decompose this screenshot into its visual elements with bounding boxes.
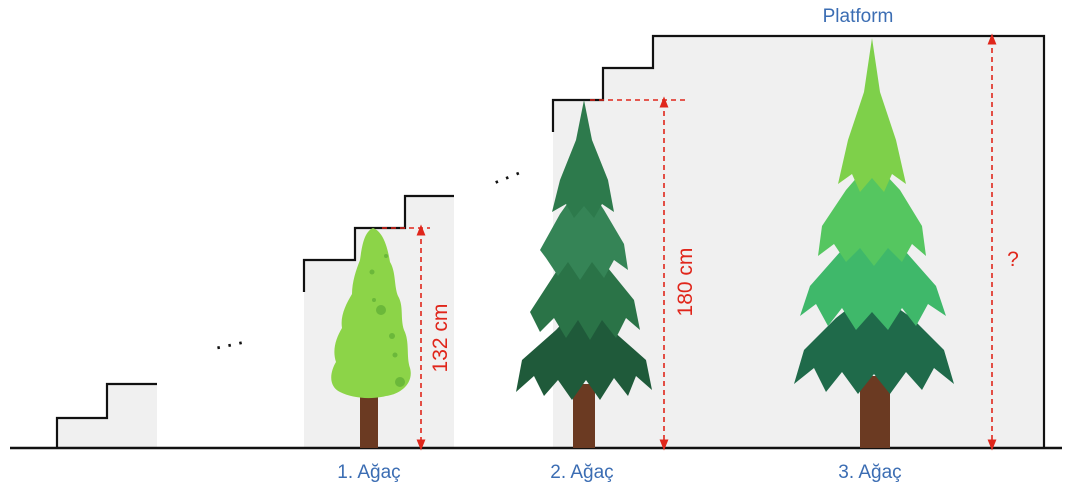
tree-2-height-label: 180 cm [674,248,697,317]
stairs-tree2 [551,34,1046,447]
tree-2-tier-upper [540,180,628,280]
tree-3-tier-upper-mid [818,160,926,266]
tree-1-label: 1. Ağaç [337,462,400,483]
tree-1-spot [392,352,398,358]
tree-1-illustration [331,228,411,448]
tree-3-height-label: ? [1007,248,1019,271]
platform-label: Platform [823,6,894,27]
tree-1-spot [384,254,388,258]
tree-3-tier-lower-mid [800,224,946,330]
ellipsis-right: ... [485,150,527,190]
tree-2-tier-top [552,100,614,218]
tree-2-tier-bottom [516,300,652,400]
stairs-tree1 [302,194,454,292]
tree-1-crown [331,228,411,399]
measurements [382,33,997,451]
tree-1-trunk [360,392,378,448]
tree-2-label: 2. Ağaç [550,462,613,483]
stairs-left [55,382,157,447]
ellipsis-left: ... [210,319,249,355]
tree-2-illustration [516,100,652,448]
tree-1-spot [395,377,405,387]
tree-3-trunk [860,376,890,448]
tree-3-illustration [794,38,954,448]
staircase-lines [55,34,1046,447]
tree-1-spot [389,333,395,339]
tree-3-tier-bottom [794,290,954,394]
tree-3-label: 3. Ağaç [838,462,901,483]
tree-3-tier-top [838,38,906,192]
tree-1-spot [372,298,376,302]
tree-1-spot [369,269,375,275]
tree-2-tier-mid [530,240,640,340]
tree-1-spot [376,305,386,315]
tree-2-trunk [573,384,595,448]
tree-1-height-label: 132 cm [429,304,452,373]
